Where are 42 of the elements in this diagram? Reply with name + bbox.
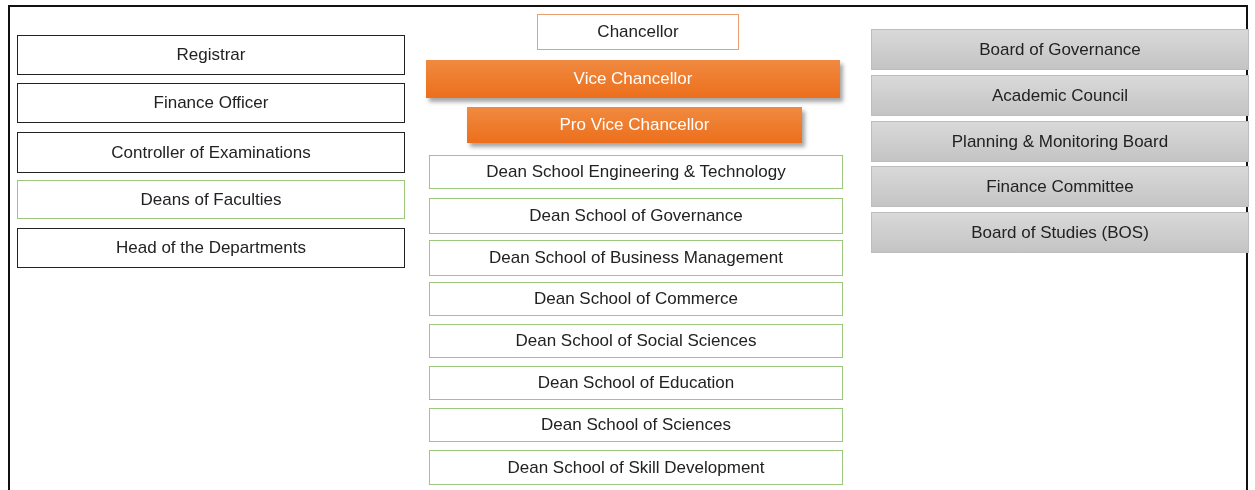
- org-box: [871, 166, 1249, 207]
- role-label: Dean School of Business Management: [489, 248, 783, 268]
- role-label: Dean School Engineering & Technology: [486, 162, 786, 182]
- role-label: Vice Chancellor: [573, 69, 693, 89]
- role-label: Finance Committee: [986, 176, 1134, 197]
- role-label: Controller of Examinations: [111, 142, 311, 163]
- org-box: [429, 324, 843, 358]
- role-label: Registrar: [176, 45, 246, 65]
- org-box: [17, 83, 405, 123]
- role-label: Deans of Faculties: [140, 189, 282, 210]
- org-box: [429, 450, 843, 485]
- org-box: [429, 198, 843, 234]
- role-label: Board of Governance: [979, 39, 1141, 60]
- org-box: [426, 60, 840, 98]
- org-box: [871, 212, 1249, 253]
- role-label: Academic Council: [991, 85, 1129, 106]
- org-box: [537, 14, 739, 50]
- org-box: [871, 121, 1249, 162]
- org-box: [17, 132, 405, 173]
- role-label: Head of the Departments: [116, 238, 306, 258]
- role-label: Dean School of Sciences: [541, 415, 731, 435]
- org-box: [429, 282, 843, 316]
- role-label: Pro Vice Chancellor: [559, 115, 710, 135]
- role-label: Dean School of Social Sciences: [515, 331, 757, 351]
- role-label: Dean School of Education: [537, 373, 735, 393]
- role-label: Dean School of Skill Development: [507, 457, 765, 478]
- org-box: [429, 408, 843, 442]
- org-box: [17, 35, 405, 75]
- org-box: [871, 75, 1249, 116]
- org-box: [429, 155, 843, 189]
- org-box: [429, 240, 843, 276]
- org-box: [871, 29, 1249, 70]
- role-label: Finance Officer: [153, 93, 269, 113]
- org-box: [429, 366, 843, 400]
- org-box: [17, 228, 405, 268]
- org-box: [17, 180, 405, 219]
- org-box: [467, 107, 802, 143]
- role-label: Chancellor: [597, 22, 679, 42]
- role-label: Planning & Monitoring Board: [951, 131, 1169, 152]
- role-label: Board of Studies (BOS): [971, 222, 1149, 243]
- role-label: Dean School of Governance: [529, 206, 743, 226]
- role-label: Dean School of Commerce: [533, 289, 739, 309]
